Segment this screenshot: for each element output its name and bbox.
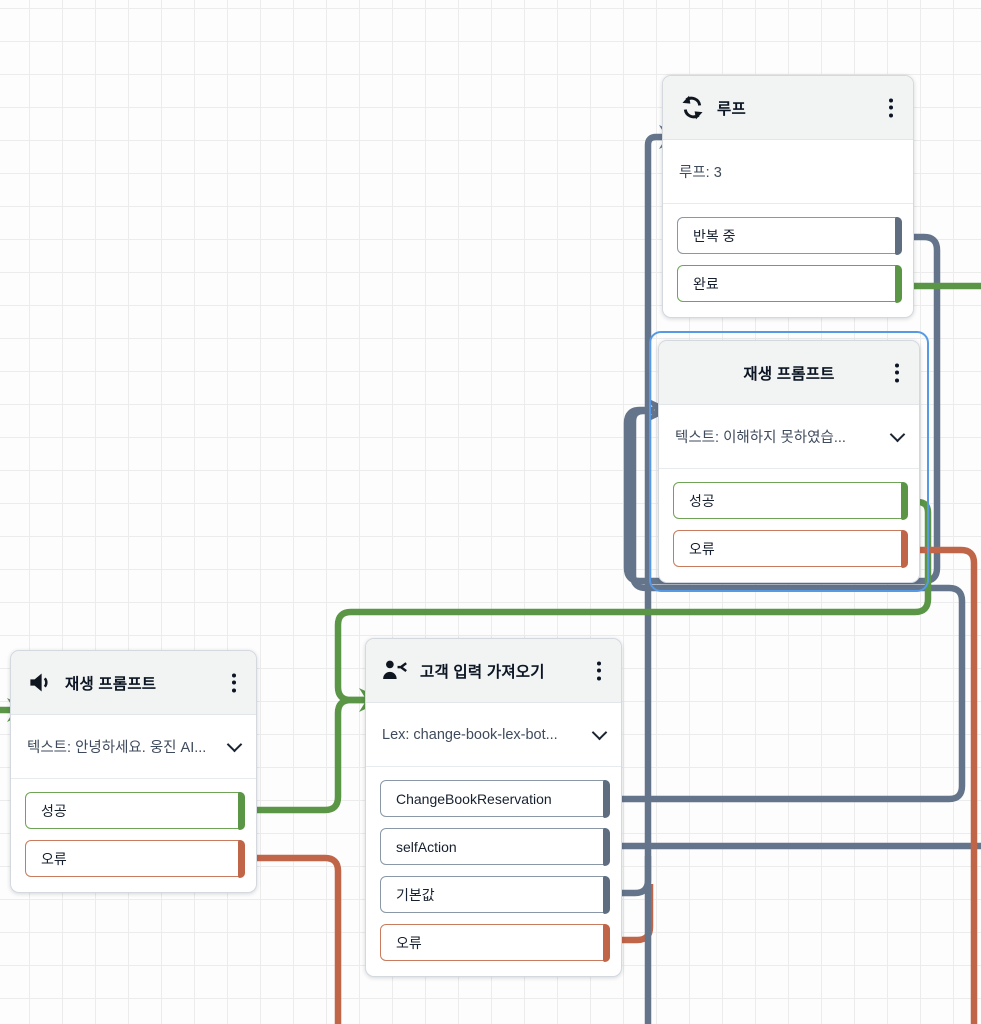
block-parameter-row[interactable]: 텍스트: 안녕하세요. 웅진 AI...: [11, 715, 256, 779]
block-header[interactable]: 고객 입력 가져오기: [366, 639, 621, 703]
block-title: 재생 프롬프트: [65, 675, 157, 693]
more-menu-icon[interactable]: [890, 358, 904, 387]
connector-handle[interactable]: [895, 216, 902, 255]
output-port-neutral[interactable]: 반복 중: [677, 216, 902, 255]
connector-handle[interactable]: [901, 481, 908, 520]
output-label: 오류: [396, 934, 422, 951]
chevron-down-icon: [591, 724, 608, 740]
block-parameter-text: 루프: 3: [679, 165, 722, 181]
connection-customer-changebookreservation-to-play-prompt-input[interactable]: [609, 407, 966, 803]
connector-handle[interactable]: [603, 779, 610, 818]
more-menu-icon[interactable]: [227, 668, 241, 697]
speaker-icon: [30, 673, 48, 692]
output-label: ChangeBookReservation: [396, 790, 552, 807]
output-label: 오류: [41, 850, 67, 867]
output-label: 완료: [693, 275, 719, 292]
output-port-success[interactable]: 성공: [25, 791, 245, 830]
connector-handle[interactable]: [603, 875, 610, 914]
connector-handle[interactable]: [238, 791, 245, 830]
output-port-neutral[interactable]: ChangeBookReservation: [380, 779, 610, 818]
block-header[interactable]: 재생 프롬프트: [659, 341, 919, 405]
connection-offscreen-bottom-to-loop-input[interactable]: [644, 133, 664, 1024]
block-title: 루프: [717, 100, 746, 118]
output-port-neutral[interactable]: 기본값: [380, 875, 610, 914]
more-menu-icon[interactable]: [884, 93, 898, 122]
loop-icon: [682, 95, 703, 120]
connector-handle[interactable]: [901, 529, 908, 568]
block-parameter-text: 텍스트: 안녕하세요. 웅진 AI...: [27, 740, 207, 756]
output-label: 기본값: [396, 886, 435, 903]
block-title: 재생 프롬프트: [743, 365, 835, 383]
block-parameter-row[interactable]: Lex: change-book-lex-bot...: [366, 703, 621, 767]
connection-customer-default-to-loop-input[interactable]: [609, 856, 652, 897]
chevron-down-icon: [889, 426, 906, 442]
connection-greeting-success-to-customer-input[interactable]: [244, 696, 366, 814]
chevron-down-icon: [226, 736, 243, 752]
block-parameter-text: Lex: change-book-lex-bot...: [382, 726, 558, 743]
block-header[interactable]: 재생 프롬프트: [11, 651, 256, 715]
block-parameter-row: 루프: 3: [663, 140, 913, 204]
output-label: 반복 중: [693, 227, 736, 244]
output-port-success[interactable]: 성공: [673, 481, 908, 520]
connector-handle[interactable]: [603, 923, 610, 962]
connection-greeting-error-to-bottom-edge[interactable]: [244, 854, 342, 1024]
output-label: selfAction: [396, 838, 457, 855]
connector-handle[interactable]: [238, 839, 245, 878]
connection-play-prompt-success-to-customer-input[interactable]: [334, 498, 932, 704]
output-port-error[interactable]: 오류: [25, 839, 245, 878]
output-port-error[interactable]: 오류: [673, 529, 908, 568]
output-port-neutral[interactable]: selfAction: [380, 827, 610, 866]
connector-handle[interactable]: [603, 827, 610, 866]
more-menu-icon[interactable]: [592, 656, 606, 685]
connector-handle[interactable]: [895, 264, 902, 303]
output-label: 성공: [689, 492, 715, 509]
output-label: 성공: [41, 802, 67, 819]
output-port-error[interactable]: 오류: [380, 923, 610, 962]
output-label: 오류: [689, 540, 715, 557]
flow-block-get-customer-input[interactable]: 고객 입력 가져오기 Lex: change-book-lex-bot... Cha…: [365, 638, 622, 977]
block-parameter-row[interactable]: 텍스트: 이해하지 못하였습...: [659, 405, 919, 469]
block-parameter-text: 텍스트: 이해하지 못하였습...: [675, 430, 846, 446]
block-title: 고객 입력 가져오기: [420, 663, 545, 681]
block-header[interactable]: 루프: [663, 76, 913, 140]
output-port-success[interactable]: 완료: [677, 264, 902, 303]
customer-input-icon: [383, 660, 407, 679]
connection-play-prompt-error-to-bottom-edge[interactable]: [907, 546, 978, 1024]
